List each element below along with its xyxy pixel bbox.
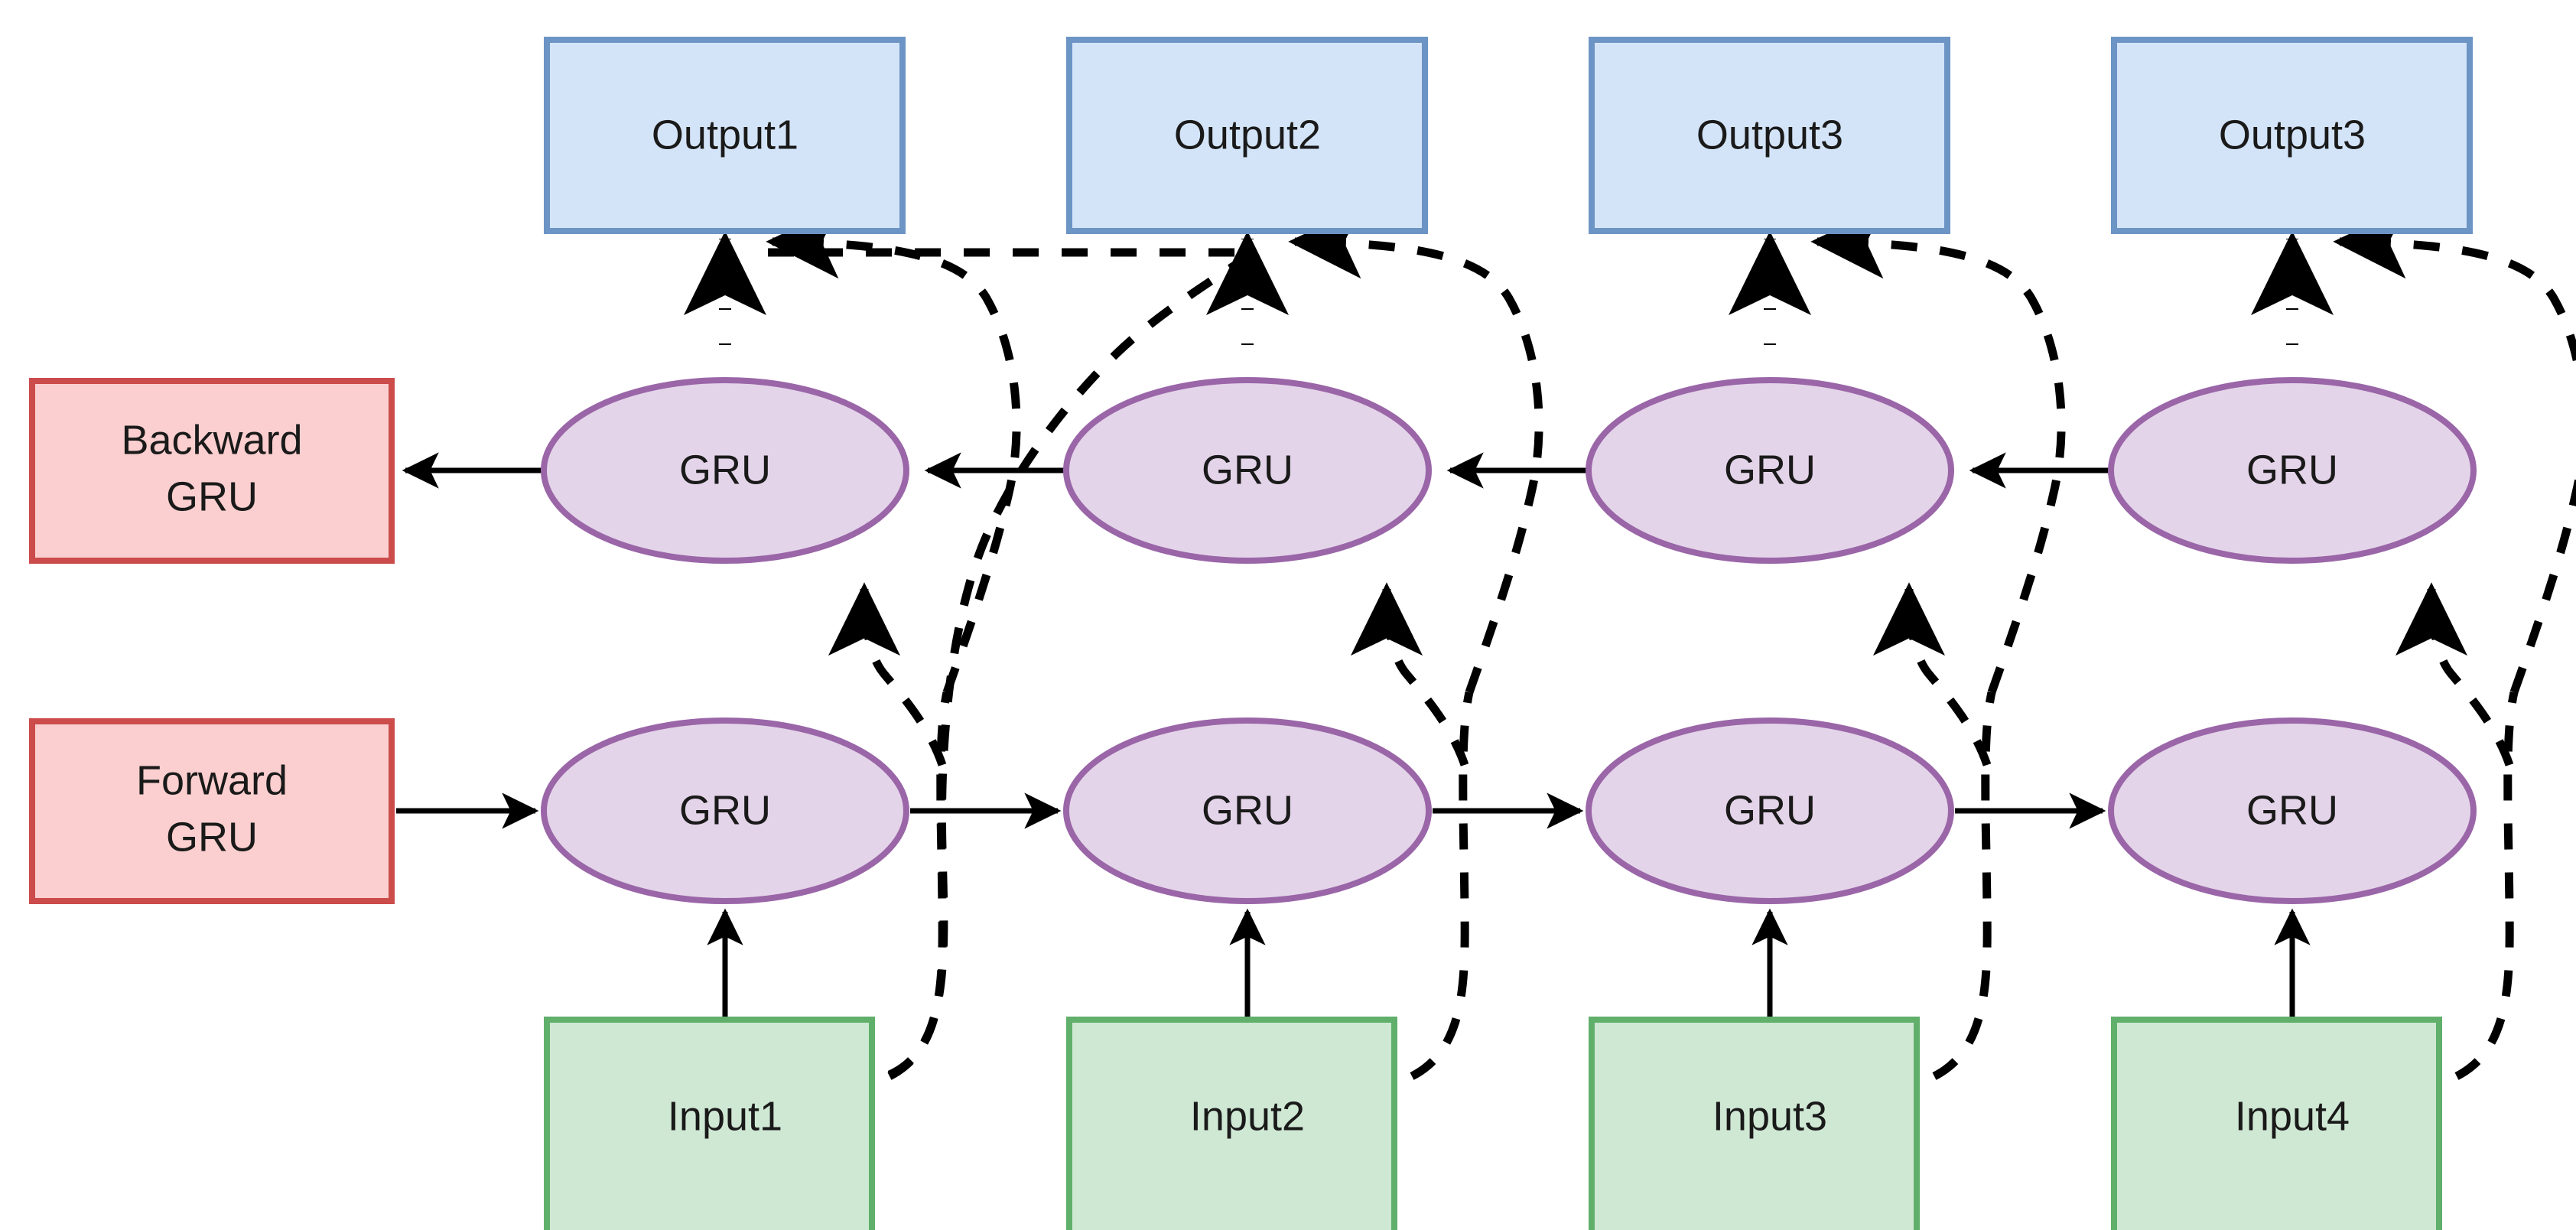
output-box[interactable]	[544, 37, 906, 234]
gru-ellipse[interactable]	[2108, 718, 2477, 904]
output-box[interactable]	[1066, 37, 1428, 234]
edge-cross-up-4a	[2454, 691, 2519, 1080]
forward-gru-layer-node[interactable]: Forward GRU	[29, 718, 395, 904]
input-box[interactable]	[544, 1017, 875, 1230]
output-node-1[interactable]: Output1	[544, 37, 906, 234]
input-node-3[interactable]: Input3	[1589, 1017, 1920, 1230]
edge-cross-up-2	[1288, 207, 1543, 694]
input-node-2[interactable]: Input2	[1066, 1017, 1397, 1230]
forward-gru-cell-2[interactable]: GRU	[1063, 718, 1432, 904]
edge-cross-side-4	[2395, 582, 2514, 766]
edge-cross-side-3	[1872, 582, 1992, 766]
gru-ellipse[interactable]	[1063, 718, 1432, 904]
input-box[interactable]	[2111, 1017, 2442, 1230]
gru-ellipse[interactable]	[2108, 377, 2477, 564]
edge-cross-up-4	[2333, 207, 2576, 694]
cross-edges	[766, 207, 2576, 1080]
gru-ellipse[interactable]	[1586, 377, 1954, 564]
output-row: Output1 Output2 Output3 Output3	[544, 37, 2473, 234]
edge-cross-side-2	[1350, 582, 1469, 766]
output-node-3[interactable]: Output3	[1589, 37, 1950, 234]
forward-gru-cell-1[interactable]: GRU	[541, 718, 909, 904]
output-box[interactable]	[1589, 37, 1950, 234]
gru-ellipse[interactable]	[541, 718, 909, 904]
backward-gru-cell-2[interactable]: GRU	[1063, 377, 1432, 564]
forward-gru-cell-4[interactable]: GRU	[2108, 718, 2477, 904]
edge-cross-input1-to-output1	[756, 248, 1269, 1079]
edge-layer	[396, 207, 2576, 1080]
edge-cross-up-1a	[887, 691, 951, 1080]
input-box[interactable]	[1066, 1017, 1397, 1230]
backward-gru-cell-4[interactable]: GRU	[2108, 377, 2477, 564]
backward-gru-cell-1[interactable]: GRU	[541, 377, 909, 564]
gru-ellipse[interactable]	[541, 377, 909, 564]
edge-cross-up-1	[766, 207, 1021, 694]
input-box[interactable]	[1589, 1017, 1920, 1230]
output-node-4[interactable]: Output3	[2111, 37, 2473, 234]
output-box[interactable]	[2111, 37, 2473, 234]
input-row: Input1 Input2 Input3 Input4	[544, 1017, 2442, 1230]
backward-layer-box[interactable]	[29, 378, 395, 564]
input-node-4[interactable]: Input4	[2111, 1017, 2442, 1230]
forward-gru-cell-3[interactable]: GRU	[1586, 718, 1954, 904]
cross-input-to-output-edges	[756, 248, 1269, 1079]
backward-gru-layer-node[interactable]: Backward GRU	[29, 378, 395, 564]
edge-cross-up-2a	[1410, 691, 1474, 1080]
gru-ellipse[interactable]	[1063, 377, 1432, 564]
backward-gru-cell-3[interactable]: GRU	[1586, 377, 1954, 564]
input-feed-edges	[707, 908, 2311, 1020]
output-projection-edges	[684, 231, 2334, 380]
edge-cross-up-3a	[1932, 691, 1996, 1080]
edge-cross-up-3	[1810, 207, 2066, 694]
output-node-2[interactable]: Output2	[1066, 37, 1428, 234]
edge-cross-side-1	[828, 582, 947, 766]
backward-cell-row: GRU GRU GRU GRU	[541, 377, 2477, 564]
gru-ellipse[interactable]	[1586, 718, 1954, 904]
input-node-1[interactable]: Input1	[544, 1017, 875, 1230]
forward-layer-box[interactable]	[29, 718, 395, 904]
